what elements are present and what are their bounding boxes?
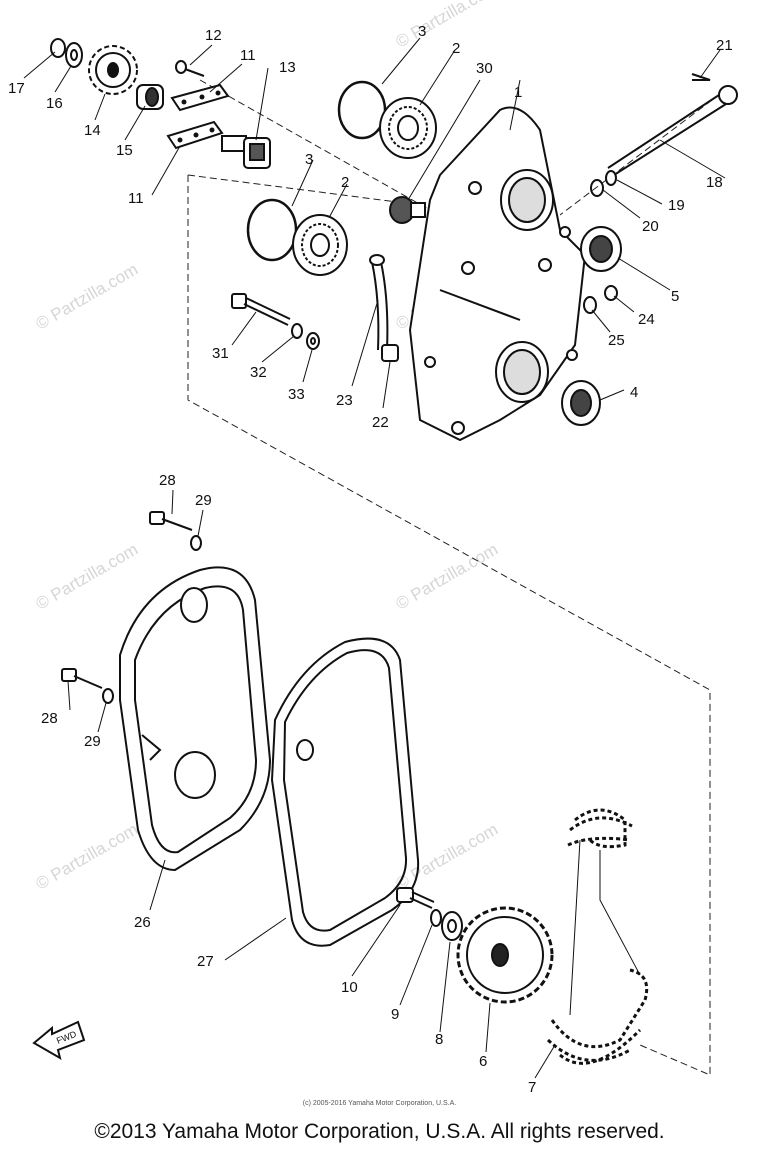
callout-28-lower: 28 bbox=[41, 710, 58, 727]
part-19-washer bbox=[605, 170, 617, 186]
callout-13: 13 bbox=[279, 59, 296, 76]
part-29-washer-upper bbox=[190, 535, 202, 551]
callout-11-upper: 11 bbox=[240, 47, 256, 64]
part-5-oil-seal bbox=[580, 226, 622, 272]
part-10-bolt bbox=[396, 887, 435, 909]
callout-22: 22 bbox=[372, 414, 389, 431]
copyright-footer: ©2013 Yamaha Motor Corporation, U.S.A. A… bbox=[94, 1120, 665, 1143]
callout-28-upper: 28 bbox=[159, 472, 176, 489]
part-30-plug bbox=[389, 196, 426, 224]
part-4-oil-seal bbox=[561, 380, 601, 426]
callout-7: 7 bbox=[528, 1079, 536, 1096]
watermark: © Partzilla.com bbox=[33, 260, 142, 334]
part-11-plate-upper bbox=[170, 83, 230, 112]
part-31-bolt bbox=[231, 293, 291, 326]
part-15-bushing bbox=[136, 84, 164, 110]
part-7-drive-chain bbox=[546, 808, 649, 1065]
callout-2-upper: 2 bbox=[452, 40, 460, 57]
callout-26: 26 bbox=[134, 914, 151, 931]
part-28-bolt-upper bbox=[149, 511, 193, 531]
part-9-lockwasher bbox=[430, 909, 442, 927]
part-3-circlip-lower bbox=[246, 198, 298, 262]
watermark: © Partzilla.com bbox=[393, 820, 502, 894]
callout-17: 17 bbox=[8, 80, 25, 97]
callout-5: 5 bbox=[671, 288, 679, 305]
callout-21: 21 bbox=[716, 37, 733, 54]
part-8-washer bbox=[441, 911, 463, 941]
callout-19: 19 bbox=[668, 197, 685, 214]
part-24-bolt bbox=[604, 285, 618, 301]
fwd-arrow: FWD bbox=[32, 1020, 86, 1061]
callout-25: 25 bbox=[608, 332, 625, 349]
callouts: 17 16 14 15 12 11 13 11 3 2 30 1 21 18 1… bbox=[8, 23, 733, 1096]
part-17-circlip bbox=[50, 38, 66, 58]
watermark: © Partzilla.com bbox=[393, 540, 502, 614]
callout-14: 14 bbox=[84, 122, 101, 139]
watermark: © Partzilla.com bbox=[393, 0, 502, 51]
callout-27: 27 bbox=[197, 953, 214, 970]
callout-33: 33 bbox=[288, 386, 305, 403]
callout-4: 4 bbox=[630, 384, 638, 401]
part-26-chaincase-cover bbox=[119, 566, 272, 872]
callout-29-lower: 29 bbox=[84, 733, 101, 750]
callout-23: 23 bbox=[336, 392, 353, 409]
callout-8: 8 bbox=[435, 1031, 443, 1048]
part-2-bearing-lower bbox=[292, 214, 348, 276]
part-3-circlip-upper bbox=[337, 80, 387, 140]
callout-1: 1 bbox=[514, 84, 522, 101]
callout-16: 16 bbox=[46, 95, 63, 112]
part-28-bolt-lower bbox=[61, 668, 103, 689]
callout-3-upper: 3 bbox=[418, 23, 426, 40]
callout-3-lower: 3 bbox=[305, 151, 313, 168]
part-33-nut bbox=[306, 332, 320, 350]
callout-18: 18 bbox=[706, 174, 723, 191]
callout-32: 32 bbox=[250, 364, 267, 381]
callout-10: 10 bbox=[341, 979, 358, 996]
callout-31: 31 bbox=[212, 345, 229, 362]
part-21-cotter-pin bbox=[691, 73, 711, 81]
callout-2-lower: 2 bbox=[341, 174, 349, 191]
callout-24: 24 bbox=[638, 311, 655, 328]
part-32-washer bbox=[291, 323, 303, 339]
part-29-washer-lower bbox=[102, 688, 114, 704]
callout-20: 20 bbox=[642, 218, 659, 235]
callout-11-lower: 11 bbox=[128, 190, 144, 207]
callout-6: 6 bbox=[479, 1053, 487, 1070]
callout-30: 30 bbox=[476, 60, 493, 77]
callout-12: 12 bbox=[205, 27, 222, 44]
watermark: © Partzilla.com bbox=[33, 540, 142, 614]
part-14-sprocket bbox=[88, 45, 138, 95]
callout-15: 15 bbox=[116, 142, 133, 159]
part-13-tensioner bbox=[221, 135, 271, 169]
part-18-bolt-long bbox=[607, 85, 738, 176]
callout-9: 9 bbox=[391, 1006, 399, 1023]
part-27-gasket bbox=[270, 637, 420, 947]
part-6-sprocket bbox=[456, 906, 554, 1004]
part-11-plate-lower bbox=[166, 120, 224, 150]
part-12-screw bbox=[175, 60, 205, 77]
small-credit-line: (c) 2005-2016 Yamaha Motor Corporation, … bbox=[302, 1100, 457, 1107]
part-1-chaincase bbox=[408, 106, 587, 442]
watermark: © Partzilla.com bbox=[33, 820, 142, 894]
part-20-oring bbox=[590, 179, 604, 197]
part-2-bearing-upper bbox=[379, 97, 437, 159]
part-25-washer bbox=[583, 296, 597, 314]
leader-lines bbox=[23, 37, 726, 1079]
part-23-breather-hose bbox=[369, 254, 389, 351]
part-22-fitting bbox=[381, 344, 399, 362]
part-16-washer bbox=[65, 42, 83, 68]
callout-29-upper: 29 bbox=[195, 492, 212, 509]
